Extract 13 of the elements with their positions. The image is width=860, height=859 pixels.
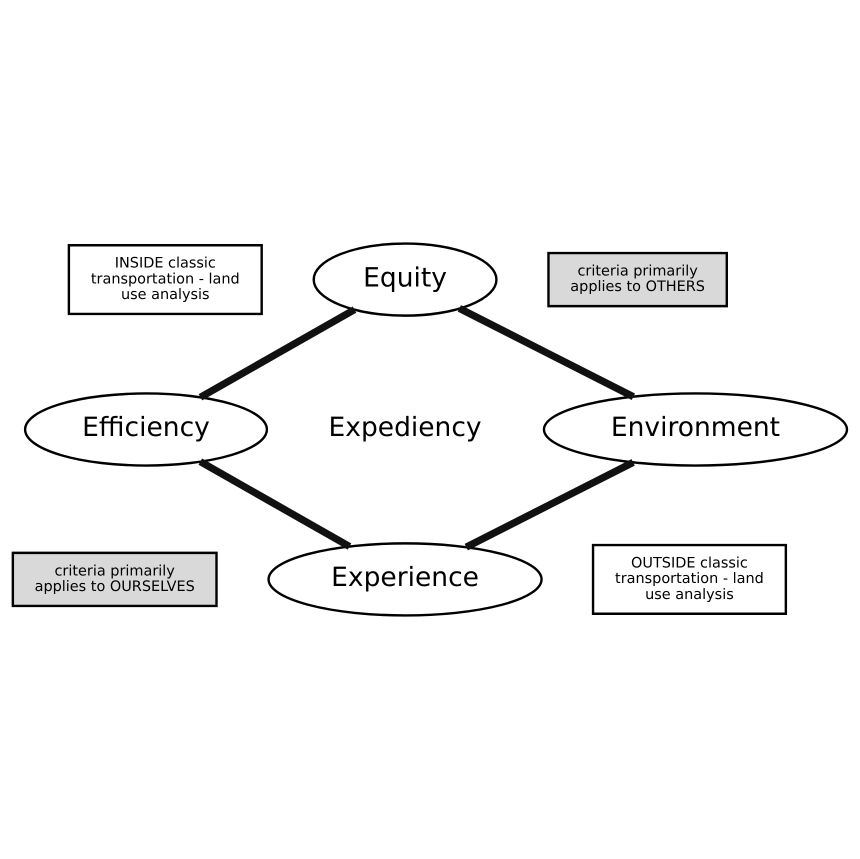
node-ellipse: Environment <box>542 392 848 467</box>
connector <box>464 459 635 550</box>
node-ellipse: Experience <box>267 542 543 617</box>
node-box: OUTSIDE classic transportation - land use analysis <box>592 544 788 615</box>
node-box: criteria primarily applies to OURSELVES <box>12 552 218 608</box>
connector <box>198 458 352 550</box>
label: Expediency <box>328 412 482 444</box>
node-box: INSIDE classic transportation - land use analysis <box>68 244 263 316</box>
node-ellipse: Equity <box>312 242 498 317</box>
node-box: criteria primarily applies to OTHERS <box>547 252 728 308</box>
connector <box>198 306 356 400</box>
node-ellipse: Efficiency <box>24 392 268 467</box>
connector <box>458 305 636 400</box>
